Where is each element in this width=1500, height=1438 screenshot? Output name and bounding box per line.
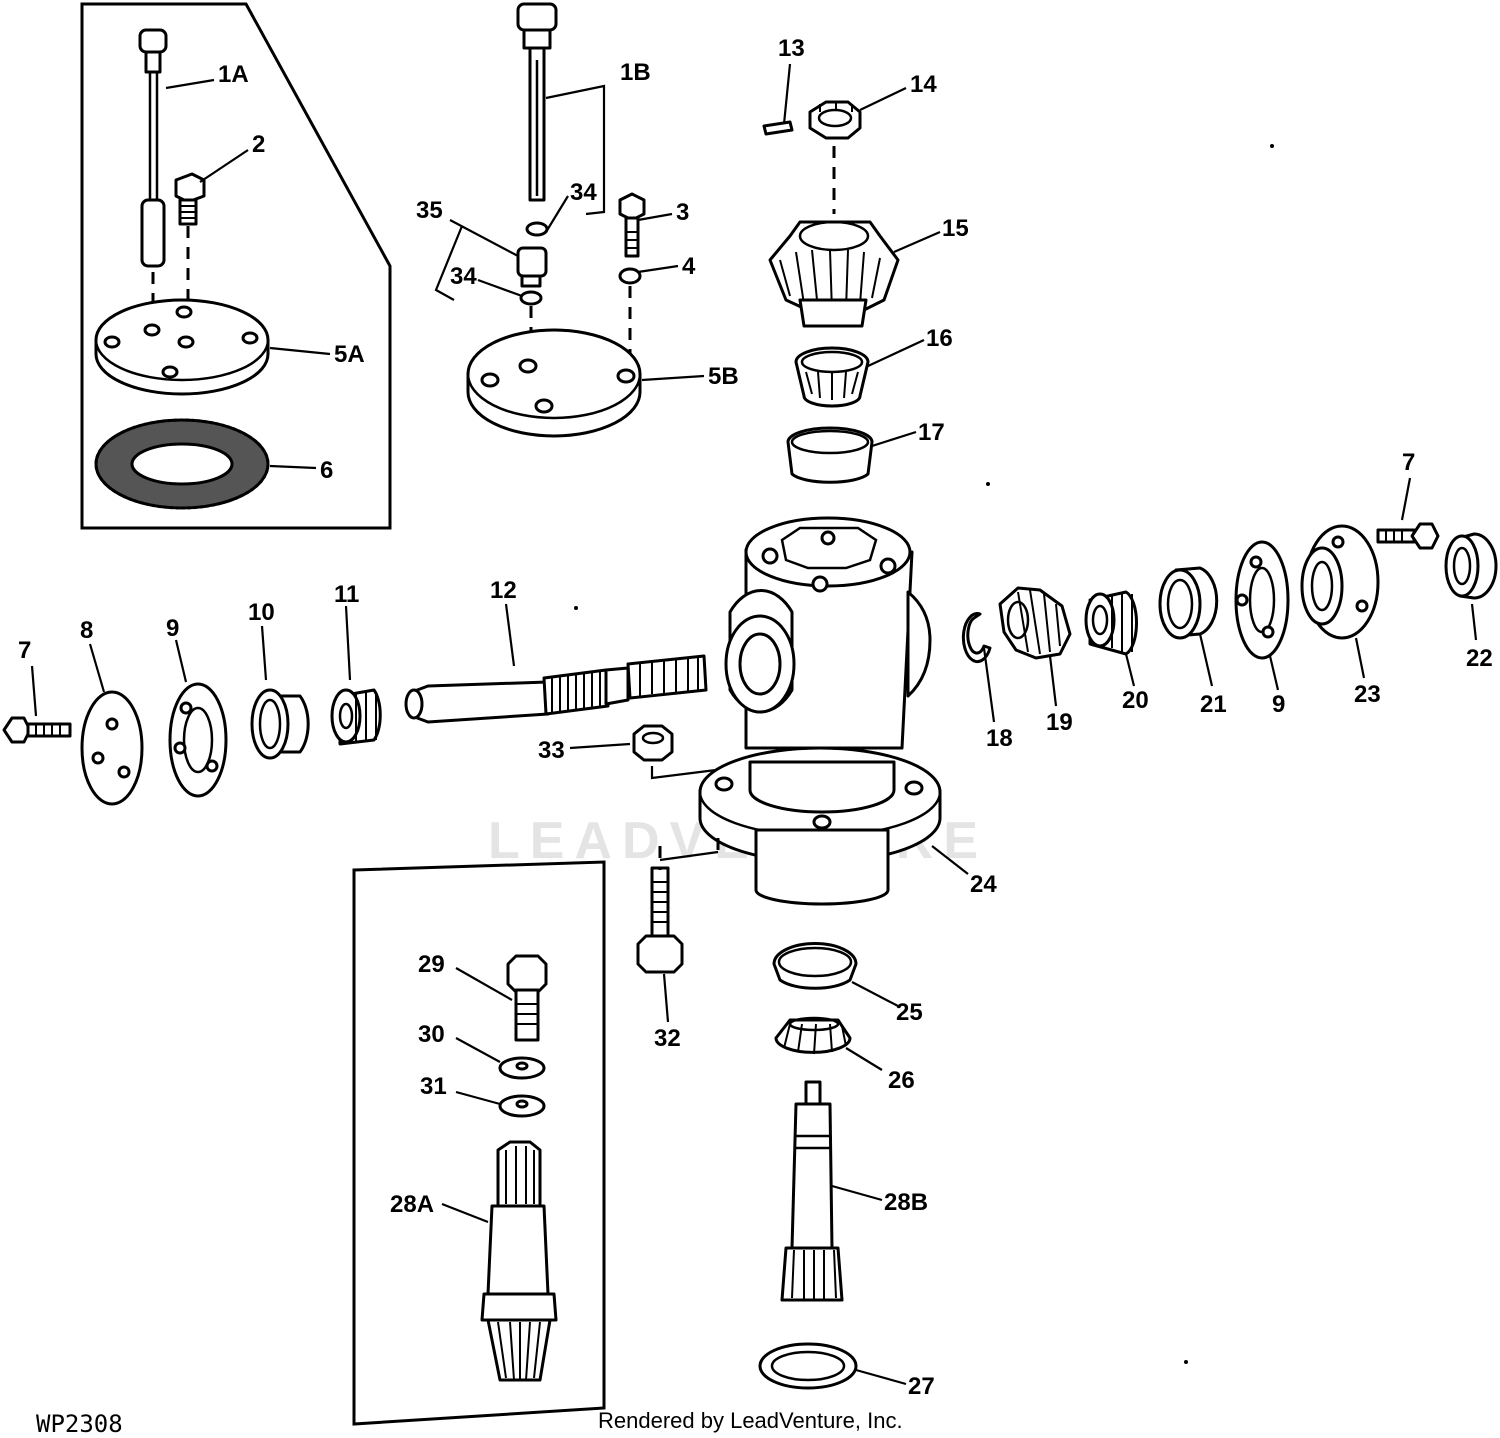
callout-15: 15 — [942, 215, 969, 242]
part-26-cone-bearing[interactable] — [774, 1016, 852, 1055]
part-30-washer[interactable] — [498, 1056, 546, 1080]
callout-8: 8 — [80, 617, 93, 644]
part-31-washer[interactable] — [498, 1094, 546, 1118]
part-16-cone-bearing[interactable] — [794, 346, 870, 408]
bracket-33 — [650, 766, 717, 780]
callout-6: 6 — [320, 457, 333, 484]
part-2-plug[interactable] — [174, 172, 206, 226]
callout-20: 20 — [1122, 687, 1149, 714]
part-15-bevel-gear[interactable] — [768, 220, 900, 328]
callout-11: 11 — [334, 581, 359, 608]
callout-3: 3 — [676, 199, 689, 226]
part-1b-dipstick[interactable] — [516, 2, 558, 202]
part-19-pinion-gear[interactable] — [998, 586, 1072, 660]
callout-13: 13 — [778, 35, 805, 62]
part-25-bearing-cup[interactable] — [772, 942, 858, 990]
scan-speck — [1184, 1360, 1188, 1364]
part-14-slotted-nut[interactable] — [808, 100, 862, 140]
callout-30: 30 — [418, 1021, 445, 1048]
part-5b-cover-plate[interactable] — [466, 328, 642, 438]
callout-35: 35 — [416, 197, 443, 224]
callout-32: 32 — [654, 1025, 681, 1052]
part-34-o-ring-lower[interactable] — [519, 290, 543, 306]
bracket-32 — [659, 850, 719, 862]
part-8-cap[interactable] — [80, 690, 144, 806]
part-17-bearing-cup[interactable] — [786, 426, 874, 484]
credit-text: Rendered by LeadVenture, Inc. — [598, 1408, 903, 1433]
part-7-cap-screw-left[interactable] — [2, 716, 72, 744]
part-28a-output-shaft[interactable] — [480, 1140, 558, 1382]
callout-29: 29 — [418, 951, 445, 978]
part-13-cotter-pin[interactable] — [762, 120, 794, 136]
callout-16: 16 — [926, 325, 953, 352]
callout-1a: 1A — [218, 61, 249, 88]
part-32-cap-screw[interactable] — [636, 866, 684, 974]
drawing-id: WP2308 — [36, 1410, 123, 1438]
callout-34-upper: 34 — [570, 179, 597, 206]
part-34-o-ring-upper[interactable] — [525, 221, 549, 237]
callout-4: 4 — [682, 253, 696, 280]
part-22-seal[interactable] — [1444, 532, 1498, 600]
leader-lines — [30, 63, 1478, 1386]
part-27-seal[interactable] — [758, 1342, 858, 1390]
callout-19: 19 — [1046, 709, 1073, 736]
callout-23: 23 — [1354, 681, 1381, 708]
callout-25: 25 — [896, 999, 923, 1026]
part-9-gasket-left[interactable] — [168, 682, 228, 798]
part-35-adapter[interactable] — [516, 246, 548, 288]
part-33-nut[interactable] — [632, 724, 674, 762]
callout-24: 24 — [970, 871, 997, 898]
scan-speck — [574, 606, 578, 610]
callout-5a: 5A — [334, 341, 365, 368]
part-1a-dipstick[interactable] — [138, 28, 168, 268]
callout-31: 31 — [420, 1073, 447, 1100]
callout-17: 17 — [918, 419, 945, 446]
part-4-washer[interactable] — [618, 267, 642, 285]
bracket-35 — [434, 225, 464, 301]
callout-33: 33 — [538, 737, 565, 764]
callout-28b: 28B — [884, 1189, 928, 1216]
callout-7-left: 7 — [18, 637, 31, 664]
callout-5b: 5B — [708, 363, 739, 390]
callout-27: 27 — [908, 1373, 935, 1400]
callout-2: 2 — [252, 131, 265, 158]
part-3-cap-screw[interactable] — [618, 192, 646, 258]
part-29-cap-screw[interactable] — [506, 954, 548, 1042]
callout-1b: 1B — [620, 59, 651, 86]
callout-labels: 1A 1B 2 3 4 5A 5B 6 7 7 8 9 9 10 11 12 1… — [18, 35, 1493, 1400]
callout-14: 14 — [910, 71, 937, 98]
part-21-bearing-cup[interactable] — [1158, 566, 1219, 640]
callout-12: 12 — [490, 577, 517, 604]
inset-frame-lower-left — [352, 860, 606, 1426]
part-10-bearing-cup[interactable] — [250, 688, 310, 760]
part-11-cone-bearing[interactable] — [330, 688, 382, 746]
callout-21: 21 — [1200, 691, 1227, 718]
part-23-seal-retainer[interactable] — [1300, 524, 1380, 640]
scan-speck — [986, 482, 990, 486]
callout-28a: 28A — [390, 1191, 434, 1218]
callout-26: 26 — [888, 1067, 915, 1094]
callout-9-right: 9 — [1272, 691, 1285, 718]
inset-frame-upper-left — [80, 2, 392, 530]
part-5a-cover-plate[interactable] — [94, 298, 270, 396]
part-24-gearbox-housing[interactable] — [698, 516, 942, 906]
part-9-gasket-right[interactable] — [1234, 540, 1290, 660]
scan-speck — [1270, 144, 1274, 148]
callout-9-left: 9 — [166, 615, 179, 642]
callout-34-lower: 34 — [450, 263, 477, 290]
part-7-cap-screw-right[interactable] — [1376, 522, 1440, 550]
callout-10: 10 — [248, 599, 275, 626]
callout-7-right: 7 — [1402, 449, 1415, 476]
part-28b-output-shaft[interactable] — [780, 1080, 844, 1302]
part-6-gasket[interactable] — [94, 418, 270, 510]
part-12-input-shaft[interactable] — [404, 654, 708, 724]
callout-18: 18 — [986, 725, 1013, 752]
part-20-cone-bearing[interactable] — [1084, 590, 1139, 656]
callout-22: 22 — [1466, 645, 1493, 672]
part-18-snap-ring[interactable] — [961, 612, 992, 664]
